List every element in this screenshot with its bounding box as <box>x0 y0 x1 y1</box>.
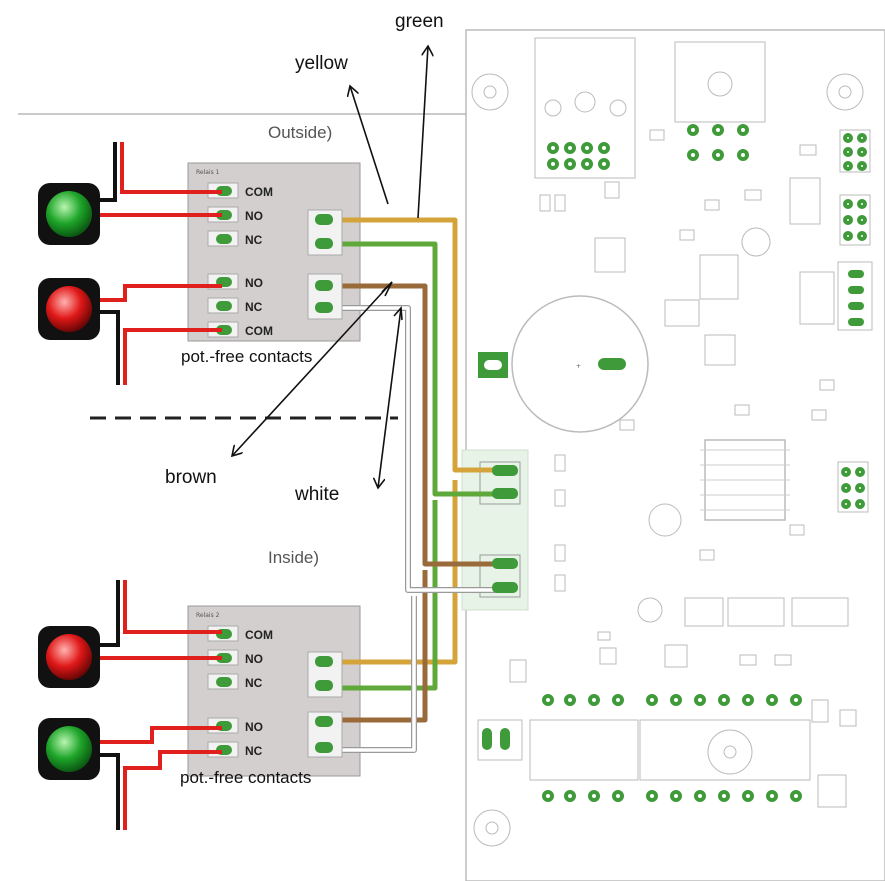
pin-nc: NC <box>245 676 263 690</box>
red-lamp-bottom <box>38 626 100 688</box>
green-lamp-bottom <box>38 718 100 780</box>
pin-com: COM <box>245 324 273 338</box>
pin-no: NO <box>245 652 263 666</box>
lamp-wiring <box>98 142 222 830</box>
arrow-yellow <box>350 86 389 205</box>
red-lamp-top <box>38 278 100 340</box>
svg-text:Relais 1: Relais 1 <box>196 169 220 176</box>
pin-no: NO <box>245 276 263 290</box>
pin-nc: NC <box>245 744 263 758</box>
relay-terminals <box>207 182 518 758</box>
label-contacts-bottom: pot.-free contacts <box>180 768 311 787</box>
arrow-green <box>417 46 428 219</box>
arrow-brown <box>232 281 393 456</box>
svg-text:Relais 2: Relais 2 <box>196 612 220 619</box>
pin-nc: NC <box>245 300 263 314</box>
green-lamp-top <box>38 183 100 245</box>
pin-com: COM <box>245 628 273 642</box>
pin-nc: NC <box>245 233 263 247</box>
label-outside: Outside) <box>268 123 332 142</box>
label-white: white <box>294 484 339 505</box>
pin-no: NO <box>245 720 263 734</box>
pin-com: COM <box>245 185 273 199</box>
arrow-white <box>378 307 402 488</box>
signal-wires <box>330 217 510 753</box>
label-green: green <box>395 11 444 32</box>
pin-labels: COM NO NC NO NC COM COM NO NC NO NC <box>245 185 273 758</box>
label-brown: brown <box>165 467 217 488</box>
svg-text:+: + <box>576 363 581 370</box>
arrows <box>232 46 428 488</box>
label-inside: Inside) <box>268 548 319 567</box>
pcb-board: + <box>461 29 885 881</box>
label-contacts-top: pot.-free contacts <box>181 347 312 366</box>
pin-no: NO <box>245 209 263 223</box>
label-yellow: yellow <box>295 53 348 74</box>
